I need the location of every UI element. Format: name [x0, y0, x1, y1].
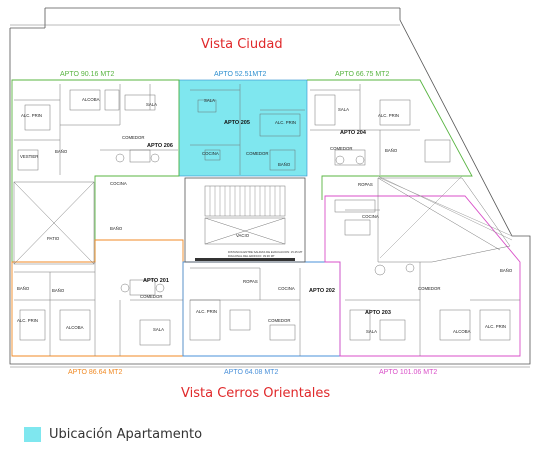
room-sala-204: SALA [338, 107, 349, 112]
view-top: Vista Ciudad [201, 37, 283, 52]
apto-205-name[interactable]: APTO 205 [224, 120, 250, 126]
interior-walls [14, 84, 520, 356]
note-diagonal: DIAGONAL DEL EDIFICIO: 39.96 MT [228, 254, 275, 258]
room-sala-203: SALA [366, 329, 377, 334]
room-ropas-204: ROPAS [358, 182, 373, 187]
apto-205-highlight[interactable] [178, 79, 308, 177]
apto-204-name[interactable]: APTO 204 [340, 130, 367, 136]
room-alcoba-203: ALCOBA [453, 329, 471, 334]
apto-206-area: APTO 90.16 MT2 [60, 71, 114, 78]
furniture [17, 89, 511, 346]
room-cocina-203: COCINA [362, 214, 379, 219]
room-comedor-204: COMEDOR [330, 146, 352, 151]
stair-core [184, 177, 306, 263]
apto-203-area: APTO 101.06 MT2 [379, 369, 437, 376]
apto-204-area: APTO 66.75 MT2 [335, 71, 389, 78]
view-bottom: Vista Cerros Orientales [181, 386, 330, 401]
apto-202-name[interactable]: APTO 202 [309, 288, 335, 294]
room-bano: BAÑO [55, 149, 68, 154]
room-bano-201: BAÑO [52, 288, 65, 293]
legend: Ubicación Apartamento [24, 427, 202, 442]
room-sala: SALA [146, 102, 157, 107]
apto-205-area: APTO 52.51MT2 [214, 71, 267, 78]
room-cocina-205: COCINA [202, 151, 219, 156]
apto-202-area: APTO 64.08 MT2 [224, 369, 278, 376]
room-alcoba: ALCOBA [82, 97, 100, 102]
room-alc-prin-202: ALC. PRIN [196, 309, 217, 314]
room-cocina: COCINA [110, 181, 127, 186]
room-alc-prin-205: ALC. PRIN [275, 120, 296, 125]
room-sala-201: SALA [153, 327, 164, 332]
room-comedor-205: COMEDOR [246, 151, 268, 156]
room-alcoba-201: ALCOBA [66, 325, 84, 330]
apto-201-name[interactable]: APTO 201 [143, 278, 169, 284]
room-alc-prin-201: ALC. PRIN [17, 318, 38, 323]
room-sala-205: SALA [204, 98, 215, 103]
patio-left [13, 181, 95, 265]
room-comedor-201: COMEDOR [140, 294, 162, 299]
room-comedor-202: COMEDOR [268, 318, 290, 323]
legend-label: Ubicación Apartamento [49, 427, 203, 442]
room-bano-203: BAÑO [500, 268, 513, 273]
legend-swatch [24, 427, 41, 442]
room-ropas-202: ROPAS [243, 279, 258, 284]
room-comedor: COMEDOR [122, 135, 144, 140]
apto-201-area: APTO 86.64 MT2 [68, 369, 122, 376]
apto-203-name[interactable]: APTO 203 [365, 310, 391, 316]
apto-206-name[interactable]: APTO 206 [147, 143, 173, 149]
room-patio: PATIO [47, 236, 60, 241]
room-comedor-203: COMEDOR [418, 286, 440, 291]
room-labels: ALCOBA ALC. PRIN SALA COMEDOR BAÑO VESTI… [17, 97, 513, 334]
room-bano-204: BAÑO [385, 148, 398, 153]
room-bano-201b: BAÑO [17, 286, 30, 291]
room-alc-prin-203: ALC. PRIN [485, 324, 506, 329]
room-alc-prin-204: ALC. PRIN [378, 113, 399, 118]
building-outline [9, 7, 531, 368]
room-vestier: VESTIER [20, 154, 38, 159]
room-alc-prin: ALC. PRIN [21, 113, 42, 118]
room-bano-2: BAÑO [110, 226, 123, 231]
room-vacio: VACIO [236, 233, 250, 238]
note-evacuacion: DISTANCIA ENTRE SALIDAS DE EVACUACION: 1… [228, 250, 303, 254]
room-bano-205: BAÑO [278, 162, 291, 167]
patio-right [377, 177, 511, 263]
room-cocina-202: COCINA [278, 286, 295, 291]
